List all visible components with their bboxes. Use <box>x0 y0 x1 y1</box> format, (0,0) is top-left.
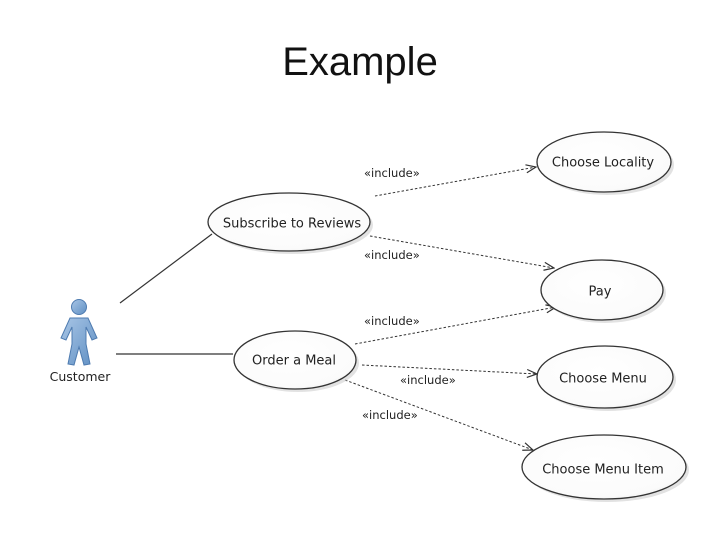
association-subscribe <box>119 233 213 304</box>
use-case-pay[interactable]: Pay <box>540 259 666 323</box>
use-case-menu-label: Choose Menu <box>559 372 647 387</box>
use-case-menu[interactable]: Choose Menu <box>536 345 676 411</box>
include-arrow-subscribe-locality <box>374 167 536 197</box>
use-case-subscribe[interactable]: Subscribe to Reviews <box>207 192 373 254</box>
use-case-order-label: Order a Meal <box>252 354 336 369</box>
use-case-order[interactable]: Order a Meal <box>233 330 359 392</box>
actor-customer[interactable]: Customer <box>50 299 112 385</box>
use-case-subscribe-label: Subscribe to Reviews <box>223 217 362 232</box>
include-label-4: «include» <box>400 373 456 387</box>
include-arrow-order-menu <box>361 364 537 374</box>
include-arrow-order-item <box>344 379 533 450</box>
use-case-pay-label: Pay <box>589 285 612 300</box>
stick-figure-icon <box>60 299 98 366</box>
use-case-item[interactable]: Choose Menu Item <box>521 434 689 502</box>
include-label-5: «include» <box>362 408 418 422</box>
actor-name: Customer <box>50 369 112 384</box>
include-label-3: «include» <box>364 314 420 328</box>
use-case-locality[interactable]: Choose Locality <box>536 131 674 195</box>
include-label-1: «include» <box>364 166 420 180</box>
include-label-2: «include» <box>364 248 420 262</box>
use-case-item-label: Choose Menu Item <box>542 463 664 478</box>
use-case-locality-label: Choose Locality <box>552 156 655 171</box>
slide-title: Example <box>282 40 438 84</box>
